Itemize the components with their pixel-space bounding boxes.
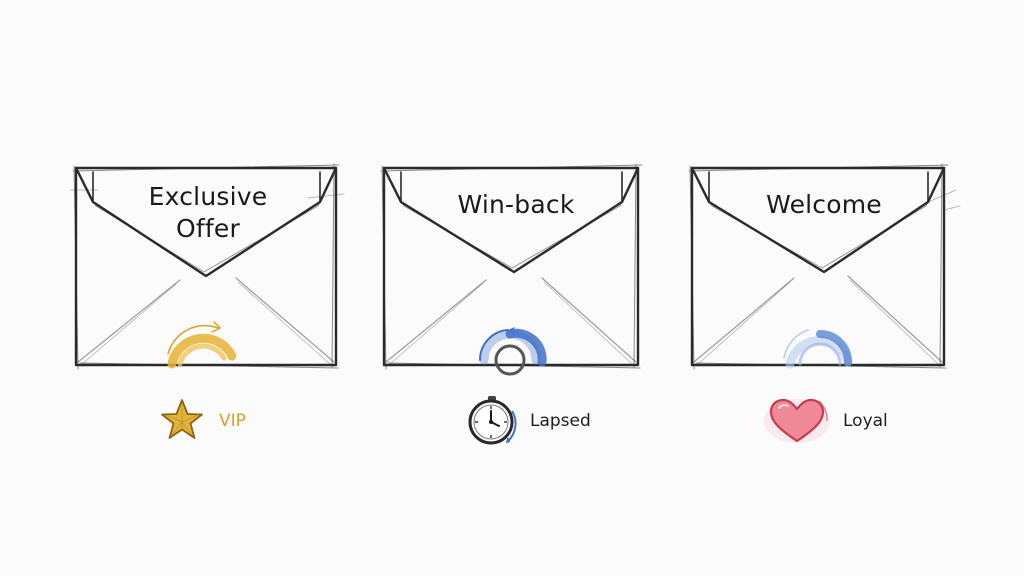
segment-badge-lapsed: Lapsed [464, 393, 591, 449]
envelope-exclusive-offer: Exclusive Offer [68, 150, 348, 380]
envelope-outline [688, 163, 961, 370]
title-line-1: Exclusive [148, 182, 268, 211]
segment-label: VIP [219, 411, 246, 431]
swirl-decoration [167, 321, 237, 369]
segment-label: Loyal [843, 411, 888, 431]
title-line-2: Offer [176, 214, 240, 243]
title-line-1: Welcome [766, 190, 882, 219]
envelope-title: Exclusive Offer [68, 181, 348, 245]
segment-badge-vip: VIP [155, 393, 246, 449]
swirl-decoration [478, 327, 547, 376]
title-line-1: Win-back [457, 190, 575, 219]
swirl-decoration [783, 329, 853, 369]
heart-icon [764, 398, 830, 443]
envelope-welcome: Welcome [684, 150, 964, 380]
segment-badge-loyal: Loyal [761, 393, 888, 449]
envelope-win-back: Win-back [376, 150, 656, 380]
envelope-title: Win-back [376, 189, 656, 221]
star-icon [161, 399, 203, 439]
stopwatch-icon [468, 396, 517, 445]
segment-label: Lapsed [530, 411, 591, 431]
envelope-outline [380, 163, 643, 376]
envelope-title: Welcome [684, 189, 964, 221]
envelope-outline [69, 163, 345, 370]
